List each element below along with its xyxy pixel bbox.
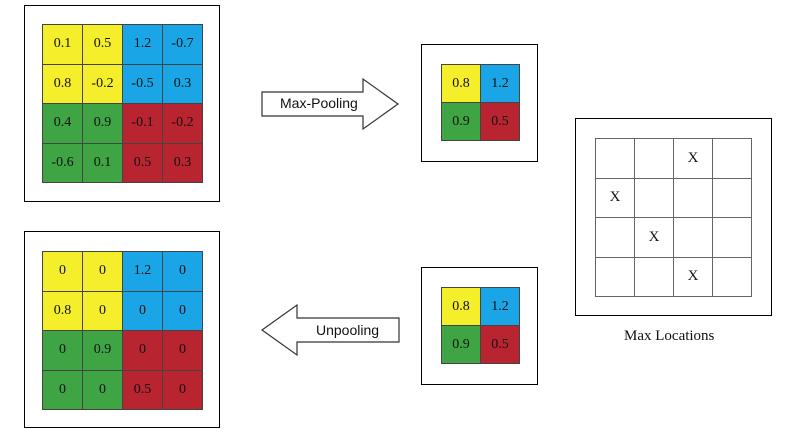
max-locations-cell-3-1: [635, 257, 674, 297]
input-matrix-cell-0-2: 1.2: [123, 25, 163, 65]
unpooled-matrix-cell-3-0: 0: [43, 370, 83, 410]
unpooled-matrix-cell-2-3: 0: [163, 331, 203, 371]
unpooled-matrix-cell-2-1: 0.9: [83, 331, 123, 371]
unpooled-matrix-cell-3-2: 0.5: [123, 370, 163, 410]
input-matrix-cell-1-0: 0.8: [43, 64, 83, 104]
unpooled-matrix-cell-0-1: 0: [83, 252, 123, 292]
input-matrix-cell-2-0: 0.4: [43, 104, 83, 144]
input-matrix-cell-2-1: 0.9: [83, 104, 123, 144]
input-matrix-cell-1-1: -0.2: [83, 64, 123, 104]
unpooled-matrix-cell-1-2: 0: [123, 291, 163, 331]
max-pooling-label: Max-Pooling: [280, 95, 358, 111]
input-matrix-cell-3-2: 0.5: [123, 143, 163, 183]
unpooling-label: Unpooling: [316, 322, 380, 338]
pooled-matrix-copy-cell-1-0: 0.9: [442, 326, 481, 364]
input-matrix-cell-0-1: 0.5: [83, 25, 123, 65]
pooled-matrix-cell-0-1: 1.2: [481, 65, 520, 103]
max-locations-cell-1-2: [674, 178, 713, 218]
unpooled-matrix-cell-3-3: 0: [163, 370, 203, 410]
input-matrix-cell-3-0: -0.6: [43, 143, 83, 183]
max-locations-cell-2-1: X: [635, 218, 674, 258]
max-pooling-arrow: [261, 77, 400, 131]
max-locations-cell-3-3: [713, 257, 752, 297]
input-matrix-cell-3-1: 0.1: [83, 143, 123, 183]
input-matrix-cell-1-3: 0.3: [163, 64, 203, 104]
unpooled-matrix-cell-0-3: 0: [163, 252, 203, 292]
input-matrix-cell-0-3: -0.7: [163, 25, 203, 65]
input-matrix-cell-2-3: -0.2: [163, 104, 203, 144]
pooled-matrix-copy-cell-0-0: 0.8: [442, 288, 481, 326]
input-matrix-cell-2-2: -0.1: [123, 104, 163, 144]
max-locations-cell-1-0: X: [596, 178, 635, 218]
unpooled-matrix-cell-1-3: 0: [163, 291, 203, 331]
max-locations-cell-1-1: [635, 178, 674, 218]
max-locations-cell-2-2: [674, 218, 713, 258]
unpooled-matrix-cell-3-1: 0: [83, 370, 123, 410]
max-locations-cell-1-3: [713, 178, 752, 218]
unpooled-matrix-cell-1-1: 0: [83, 291, 123, 331]
max-locations-cell-0-0: [596, 139, 635, 179]
unpooled-matrix-cell-2-0: 0: [43, 331, 83, 371]
input-matrix-cell-1-2: -0.5: [123, 64, 163, 104]
max-locations-cell-0-3: [713, 139, 752, 179]
max-locations-caption: Max Locations: [624, 328, 715, 344]
input-matrix-cell-0-0: 0.1: [43, 25, 83, 65]
max-locations-cell-3-0: [596, 257, 635, 297]
pooled-matrix-cell-0-0: 0.8: [442, 65, 481, 103]
pooled-matrix-copy-cell-1-1: 0.5: [481, 326, 520, 364]
max-locations-cell-2-0: [596, 218, 635, 258]
unpooled-matrix-cell-0-0: 0: [43, 252, 83, 292]
unpooled-matrix-cell-0-2: 1.2: [123, 252, 163, 292]
pooled-matrix-cell-1-1: 0.5: [481, 103, 520, 141]
max-locations-cell-3-2: X: [674, 257, 713, 297]
pooled-matrix-copy-cell-0-1: 1.2: [481, 288, 520, 326]
max-locations-cell-0-2: X: [674, 139, 713, 179]
unpooling-arrow: [260, 303, 400, 357]
unpooled-matrix-cell-1-0: 0.8: [43, 291, 83, 331]
input-matrix-cell-3-3: 0.3: [163, 143, 203, 183]
max-locations-cell-2-3: [713, 218, 752, 258]
unpooled-matrix-cell-2-2: 0: [123, 331, 163, 371]
max-locations-cell-0-1: [635, 139, 674, 179]
pooled-matrix-cell-1-0: 0.9: [442, 103, 481, 141]
